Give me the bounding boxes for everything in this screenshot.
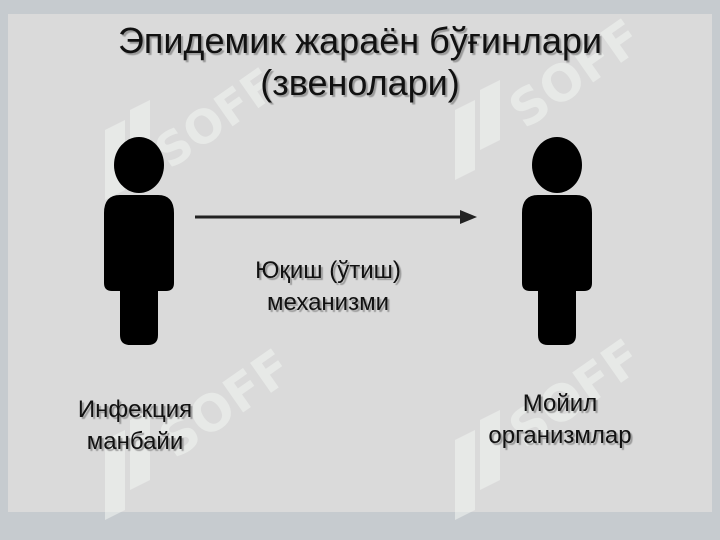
- source-line-1: Инфекция: [77, 396, 193, 423]
- watermark-logo: SOFF: [455, 328, 652, 520]
- source-line-2: манбайи: [86, 428, 184, 455]
- recipient-line-1: Мойил: [522, 390, 598, 417]
- slide-title: Эпидемик жараён бўғинлари (звенолари): [0, 20, 720, 104]
- source-person-icon: [104, 137, 174, 345]
- title-line-2: (звенолари): [260, 62, 460, 103]
- watermark-logo: SOFF: [455, 8, 652, 180]
- mechanism-line-2: механизми: [267, 289, 389, 316]
- mechanism-label: Юқиш (ўтиш) механизми: [200, 255, 456, 319]
- recipient-line-2: организмлар: [488, 422, 632, 449]
- transmission-arrow: [195, 210, 477, 224]
- source-label: Инфекция манбайи: [40, 394, 230, 458]
- title-line-1: Эпидемик жараён бўғинлари: [117, 20, 603, 61]
- watermark-logo: SOFF: [105, 338, 302, 520]
- recipient-person-icon: [522, 137, 592, 345]
- recipient-label: Мойил организмлар: [460, 388, 660, 452]
- mechanism-line-1: Юқиш (ўтиш): [255, 257, 401, 284]
